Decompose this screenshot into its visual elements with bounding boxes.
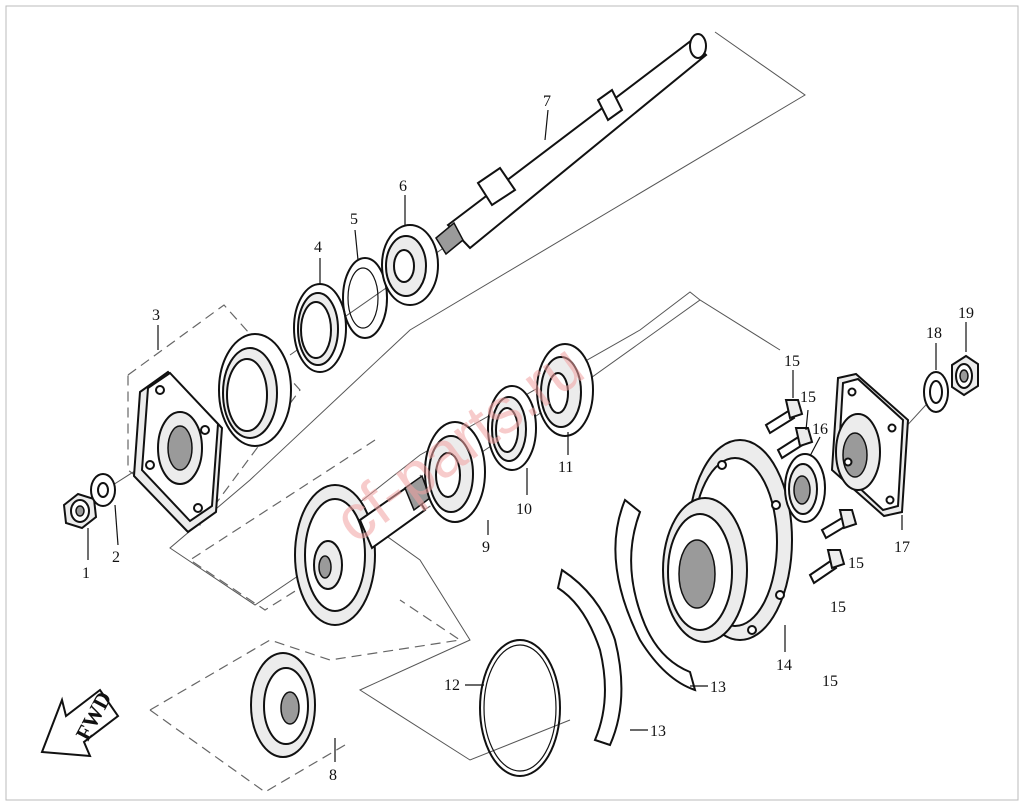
- callout-19: 19: [958, 305, 974, 322]
- part-13-shim-lower: [556, 568, 623, 747]
- callout-15-d: 15: [830, 599, 846, 616]
- guide-outline-shaft: [169, 31, 806, 606]
- callout-14: 14: [776, 657, 792, 674]
- part-14-gear-case-cover: [662, 439, 793, 643]
- part-6-bearing: [381, 224, 439, 306]
- part-17-flange: [830, 372, 910, 518]
- part-12-o-ring: [479, 639, 561, 777]
- callout-4: 4: [314, 239, 322, 256]
- callout-9: 9: [482, 539, 490, 556]
- guide-dashed-flange-box: [127, 304, 301, 526]
- callout-15-c: 15: [848, 555, 864, 572]
- part-8-bevel-gear-upper: [294, 474, 431, 626]
- callout-5: 5: [350, 211, 358, 228]
- callout-3: 3: [152, 307, 160, 324]
- part-7-drive-shaft: [435, 33, 708, 256]
- fwd-direction-arrow: FWD: [40, 687, 120, 758]
- callout-18: 18: [926, 325, 942, 342]
- part-8-bevel-gear-lower: [250, 652, 316, 758]
- part-15-bolt-b: [776, 427, 814, 460]
- callout-13-lower: 13: [650, 723, 666, 740]
- leader-lines: [87, 109, 967, 762]
- part-9-bearing: [424, 421, 486, 523]
- callout-15-e: 15: [822, 673, 838, 690]
- part-2-washer: [90, 473, 116, 507]
- callout-8: 8: [329, 767, 337, 784]
- diagram-border: [5, 5, 1019, 801]
- part-15-bolt-c: [820, 509, 858, 540]
- part-15-bolt-a: [764, 399, 804, 435]
- part-seal-ring-large: [218, 333, 292, 447]
- part-11-bearing: [536, 343, 594, 437]
- part-3-flange-housing: [132, 370, 224, 534]
- callout-1: 1: [82, 565, 90, 582]
- part-5-circlip: [342, 257, 388, 339]
- callout-16: 16: [812, 421, 828, 438]
- callout-2: 2: [112, 549, 120, 566]
- part-13-shim-upper: [614, 498, 697, 692]
- part-18-washer: [923, 371, 949, 413]
- guide-dashed-gear-box-3: [149, 709, 346, 793]
- callout-13-upper: 13: [710, 679, 726, 696]
- callout-17: 17: [894, 539, 910, 556]
- callout-6: 6: [399, 178, 407, 195]
- part-15-bolt-d: [808, 549, 846, 585]
- callout-12: 12: [444, 677, 460, 694]
- guide-dashed-gear-box-2: [149, 599, 462, 711]
- part-16-oil-seal: [784, 453, 826, 523]
- callout-7: 7: [543, 93, 551, 110]
- part-1-nut: [62, 492, 98, 530]
- callout-11: 11: [558, 459, 573, 476]
- part-10-needle-bearing: [487, 385, 537, 471]
- part-19-nut: [951, 354, 979, 397]
- callout-15-b: 15: [800, 389, 816, 406]
- callout-numbers: 1 2 3 4 5 6 7 8 9 10 11 12 13 13 14 15 1…: [82, 93, 974, 784]
- callout-10: 10: [516, 501, 532, 518]
- part-4-oil-seal: [293, 283, 347, 373]
- callout-15-a: 15: [784, 353, 800, 370]
